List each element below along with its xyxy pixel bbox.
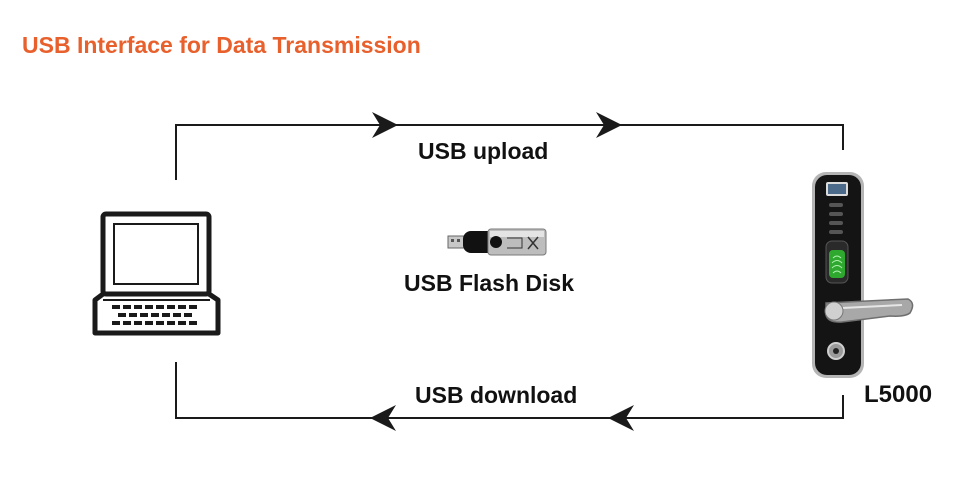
fingerprint-door-lock-icon [812, 172, 914, 378]
usb-upload-label: USB upload [418, 138, 549, 164]
laptop-icon [92, 211, 221, 336]
usb-flash-disk-label: USB Flash Disk [404, 270, 574, 296]
arrow-left-icon [370, 405, 396, 431]
fingerprint-sensor [829, 250, 845, 278]
usb-flash-drive-icon [447, 228, 547, 256]
arrow-left-icon [608, 405, 634, 431]
usb-download-label: USB download [415, 382, 578, 408]
device-model-label: L5000 [864, 381, 933, 408]
page-title: USB Interface for Data Transmission [22, 32, 421, 58]
upload-path [175, 112, 844, 180]
arrow-right-icon [596, 112, 622, 138]
download-path [175, 362, 844, 431]
arrow-right-icon [372, 112, 398, 138]
